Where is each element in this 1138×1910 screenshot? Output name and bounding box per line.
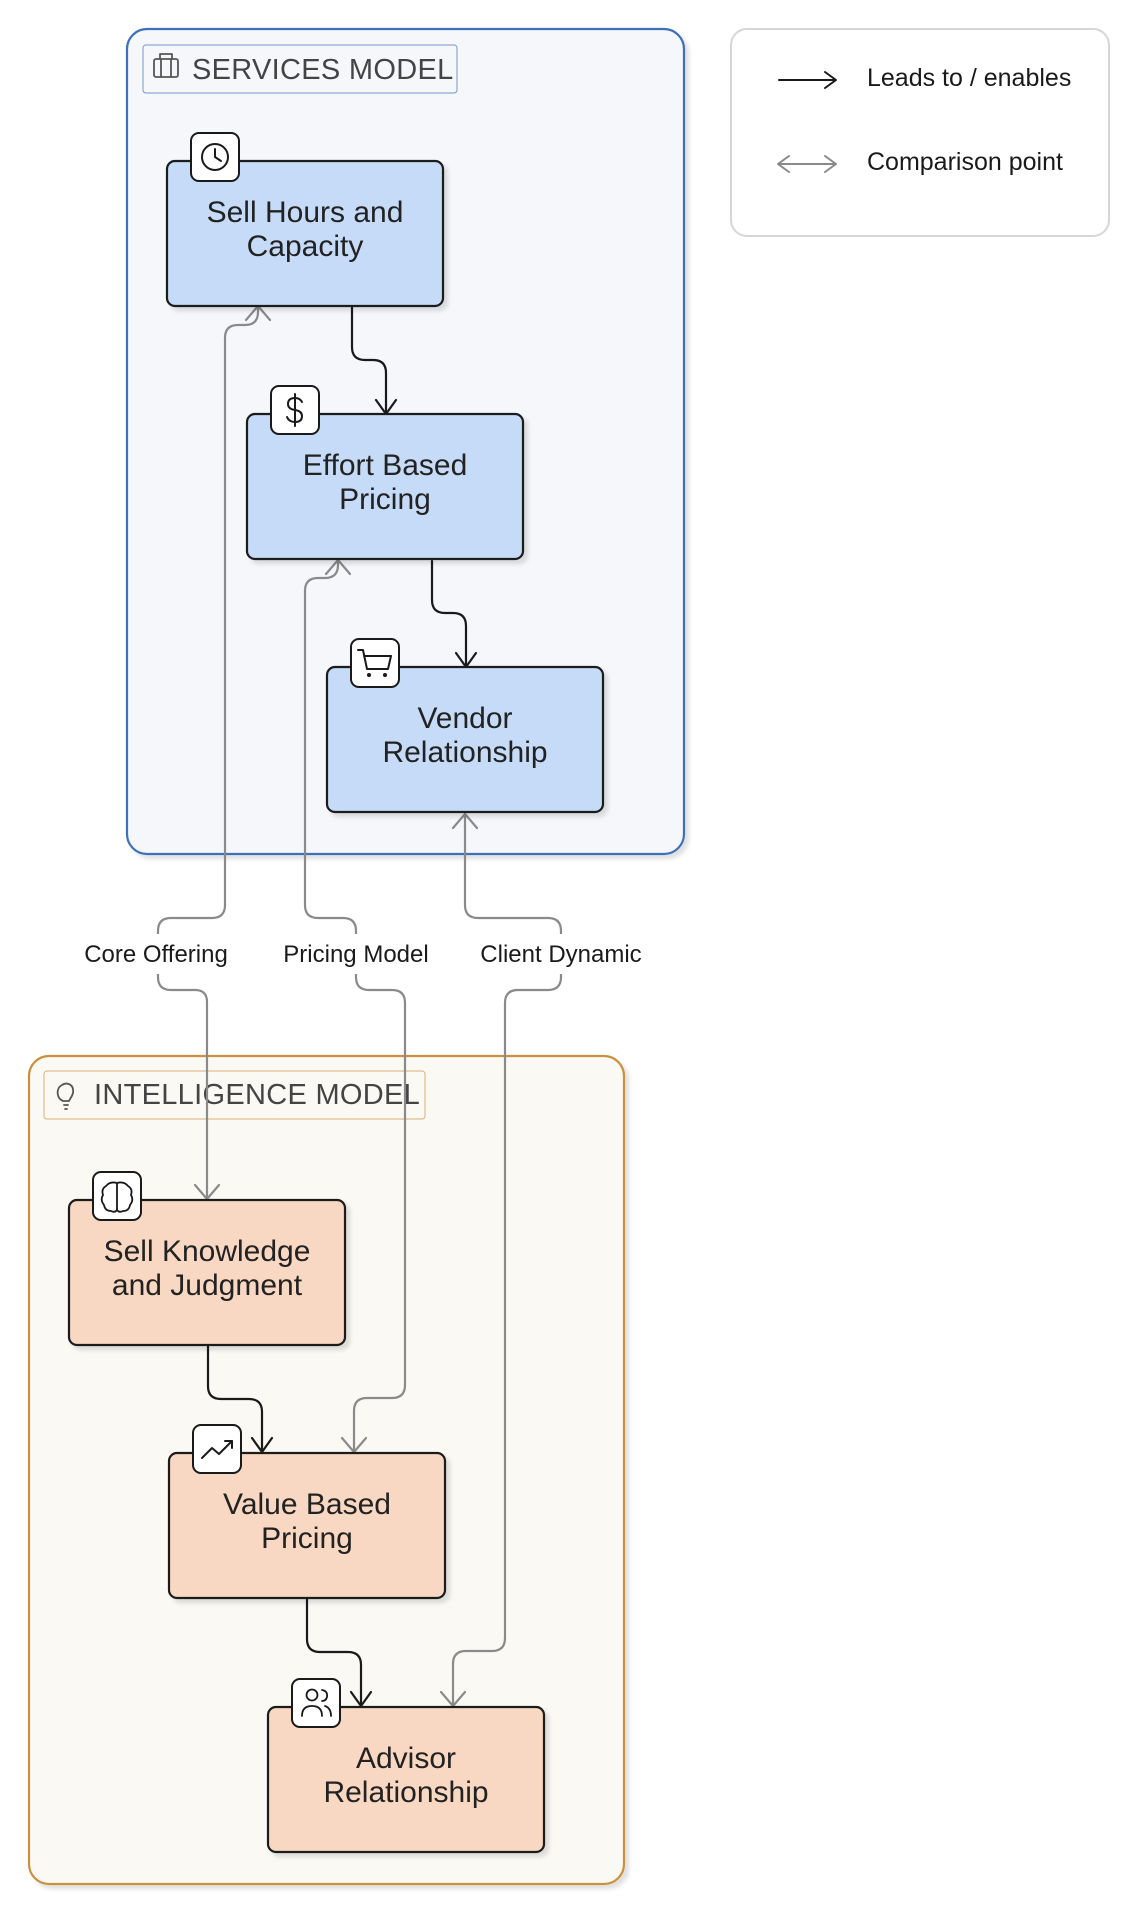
legend-leads-to-label: Leads to / enables <box>867 64 1071 92</box>
comparison-label-core-offering: Core Offering <box>74 934 238 974</box>
node-advisor[interactable]: Advisor Relationship <box>266 1678 546 1854</box>
intelligence-model-header <box>43 1070 426 1120</box>
node-advisor-line1: Advisor <box>356 1742 456 1775</box>
node-value-pricing[interactable]: Value Based Pricing <box>167 1424 447 1600</box>
node-value-pricing-line2: Pricing <box>261 1522 353 1555</box>
node-effort-pricing-line1: Effort Based <box>303 449 468 482</box>
node-sell-hours-line1: Sell Hours and <box>207 196 404 229</box>
node-effort-pricing[interactable]: Effort Based Pricing <box>245 385 525 561</box>
client-dynamic-label: Client Dynamic <box>480 941 641 968</box>
legend-leads-to-arrow <box>778 71 837 89</box>
legend-comparison-label: Comparison point <box>867 148 1063 176</box>
node-sell-knowledge-line1: Sell Knowledge <box>104 1235 311 1268</box>
node-vendor-line1: Vendor <box>417 702 512 735</box>
users-icon <box>291 1678 341 1728</box>
legend-box <box>730 28 1110 237</box>
node-sell-knowledge-line2: and Judgment <box>112 1269 303 1302</box>
node-sell-hours[interactable]: Sell Hours and Capacity <box>165 132 445 308</box>
core-offering-label: Core Offering <box>84 941 228 968</box>
trending-up-icon <box>192 1424 242 1474</box>
lightbulb-icon <box>56 1082 75 1110</box>
brain-icon <box>92 1171 142 1221</box>
node-vendor[interactable]: Vendor Relationship <box>325 638 605 814</box>
node-advisor-line2: Relationship <box>323 1776 488 1809</box>
services-model-header <box>142 44 458 94</box>
legend-comparison-arrow <box>777 155 837 173</box>
pricing-model-label: Pricing Model <box>283 941 428 968</box>
node-sell-knowledge[interactable]: Sell Knowledge and Judgment <box>67 1171 347 1347</box>
node-value-pricing-line1: Value Based <box>223 1488 391 1521</box>
node-effort-pricing-line2: Pricing <box>339 483 431 516</box>
clock-icon <box>190 132 240 182</box>
cart-icon <box>350 638 400 688</box>
comparison-label-client-dynamic: Client Dynamic <box>470 934 652 974</box>
dollar-icon <box>270 385 320 435</box>
legend: Leads to / enables Comparison point <box>730 28 1110 237</box>
node-sell-hours-line2: Capacity <box>247 230 364 263</box>
intelligence-model-title: INTELLIGENCE MODEL <box>94 1079 420 1111</box>
node-vendor-line2: Relationship <box>382 736 547 769</box>
briefcase-icon <box>153 53 179 78</box>
services-model-title: SERVICES MODEL <box>192 54 454 86</box>
comparison-label-pricing-model: Pricing Model <box>274 934 438 974</box>
